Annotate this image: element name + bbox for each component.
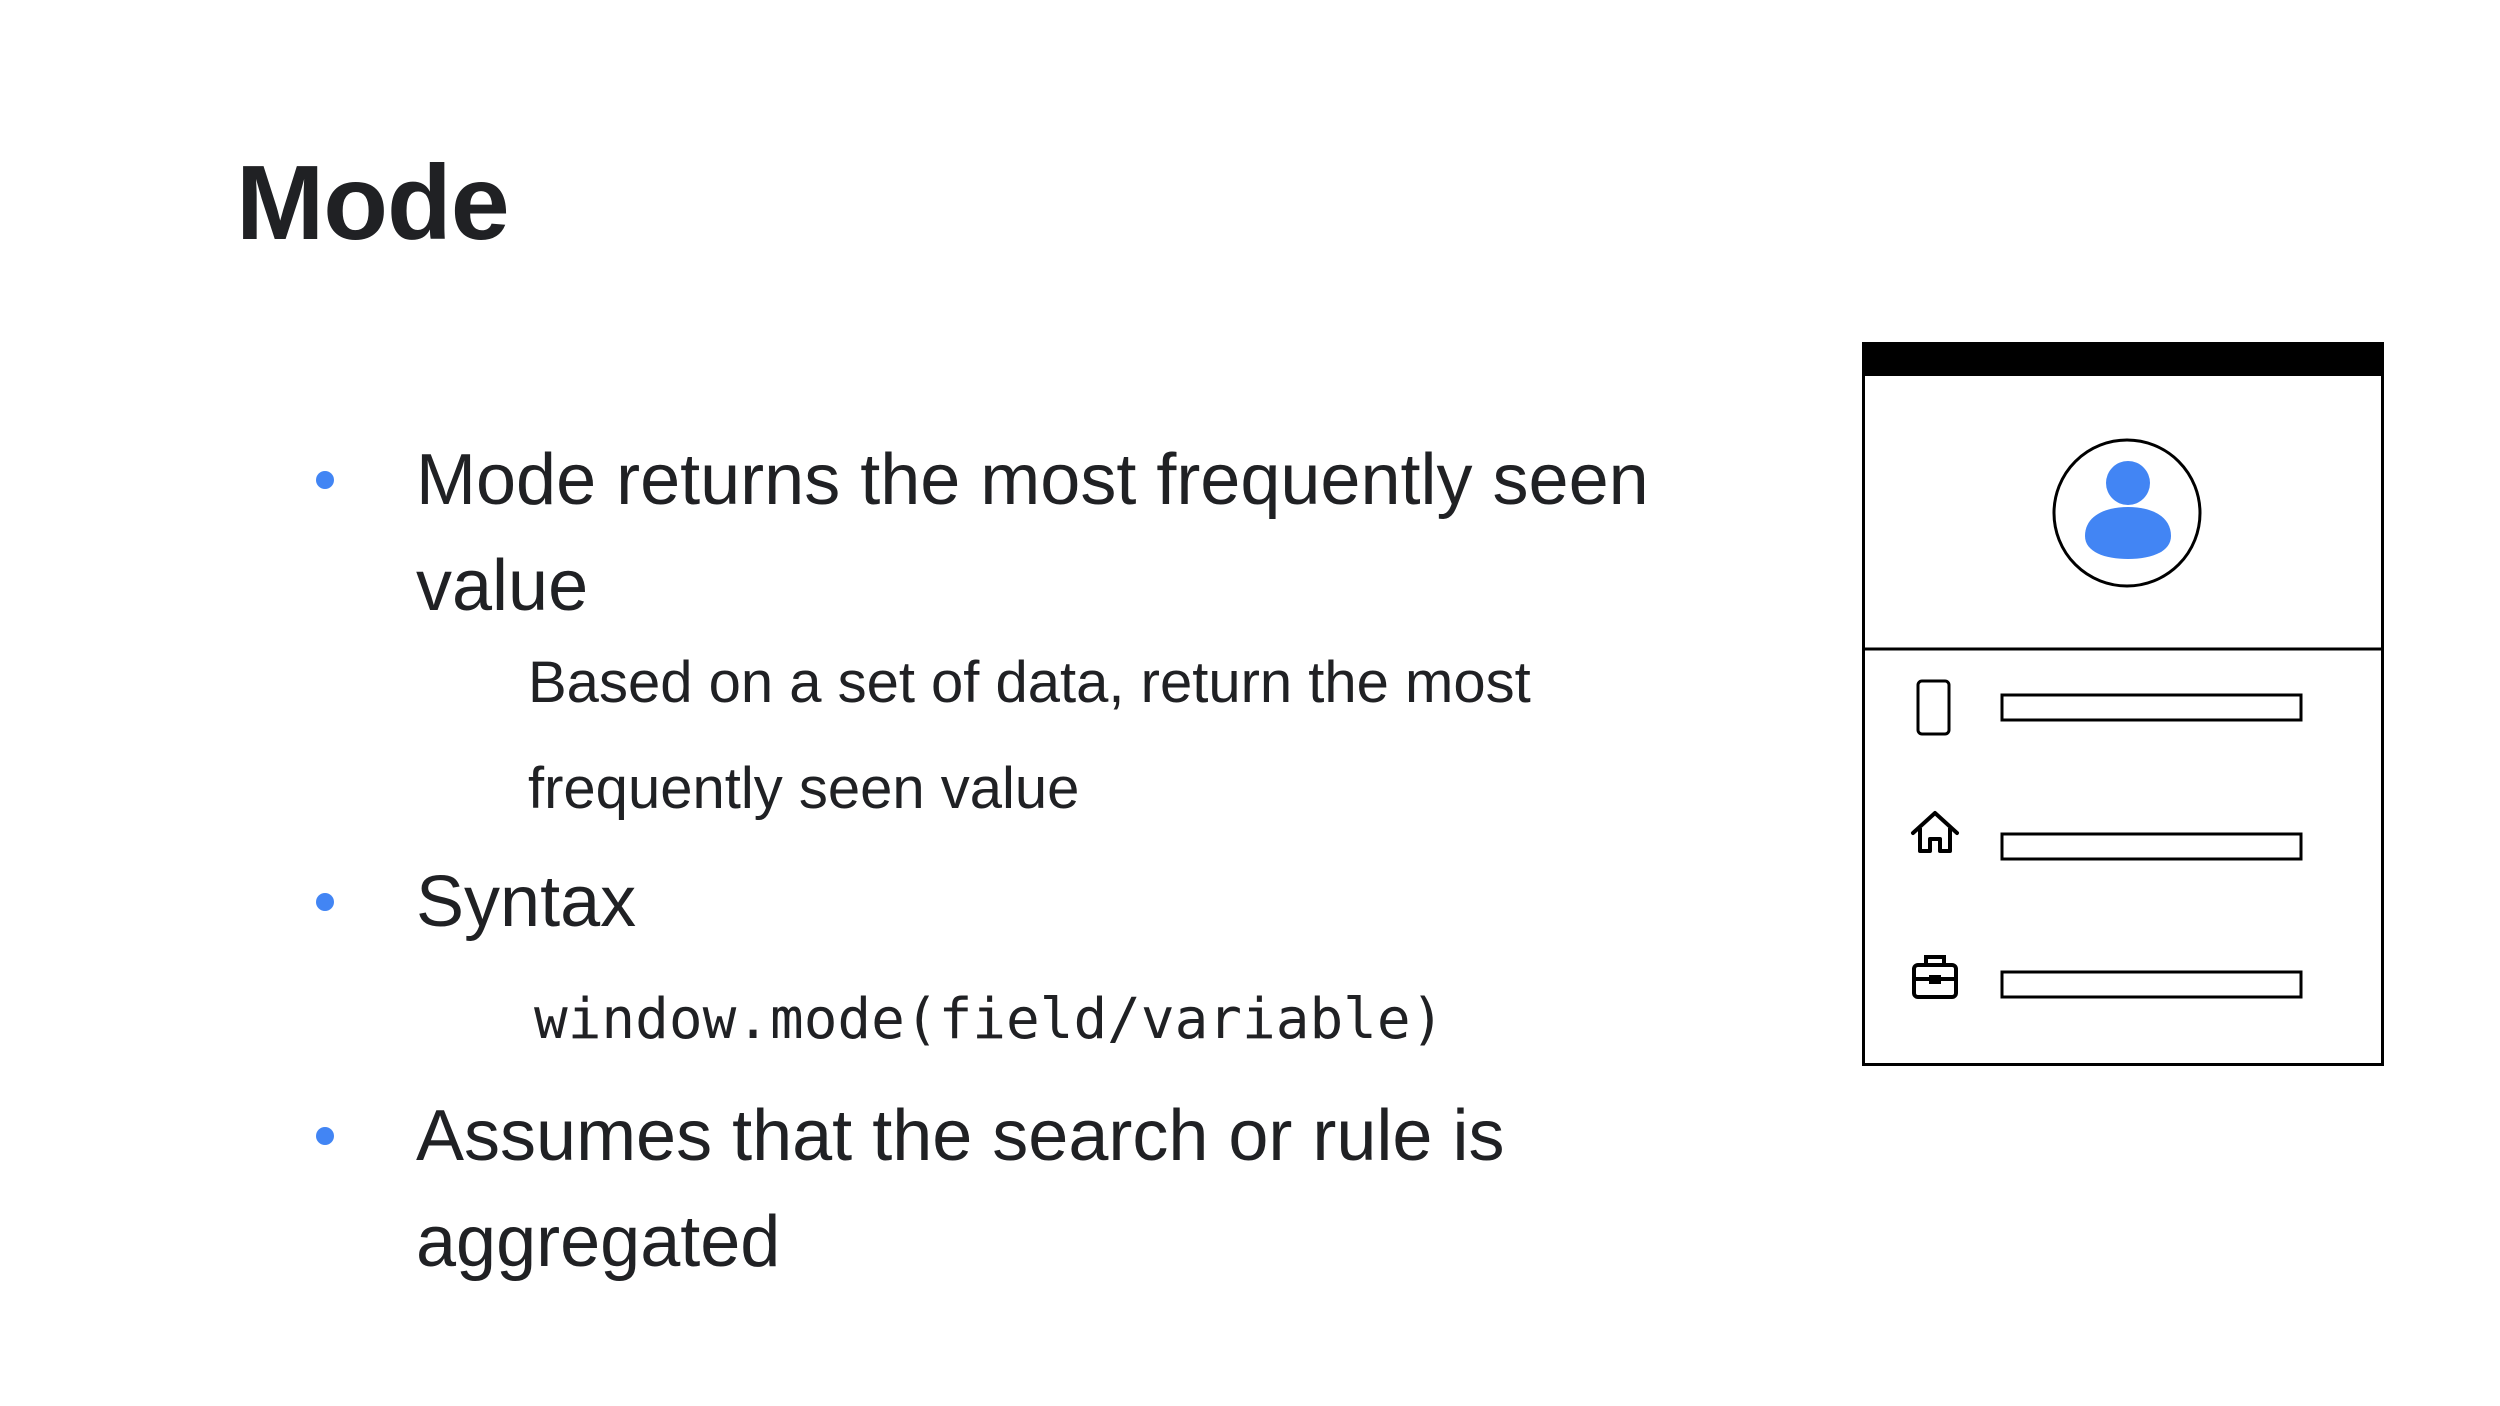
user-avatar-icon	[2052, 438, 2202, 588]
bullet-dot	[316, 471, 334, 489]
sub-bullet-1-line-1: Based on a set of data, return the most	[528, 650, 1531, 715]
profile-card-drawing	[1865, 345, 2381, 999]
home-field-bar	[2000, 832, 2303, 861]
bullet-3-line-2: aggregated	[416, 1202, 781, 1282]
syntax-code: window.mode(field/variable)	[534, 987, 1445, 1052]
phone-icon	[1916, 679, 1951, 736]
work-field-bar	[2000, 970, 2303, 999]
bullet-1-line-2: value	[416, 546, 589, 626]
home-icon	[1911, 811, 1959, 853]
briefcase-icon	[1912, 955, 1958, 999]
bullet-dot	[316, 1127, 334, 1145]
phone-field-bar	[2000, 693, 2303, 722]
bullet-1-line-1: Mode returns the most frequently seen	[416, 440, 1649, 520]
bullet-list: Mode returns the most frequently seen va…	[316, 440, 1649, 1282]
sub-bullet-1-line-2: frequently seen value	[528, 756, 1080, 821]
profile-card-illustration	[1862, 342, 2384, 1066]
bullet-2-line-1: Syntax	[416, 862, 637, 942]
slide-title: Mode	[236, 144, 510, 262]
card-header-bar	[1865, 345, 2381, 376]
bullet-3-line-1: Assumes that the search or rule is	[416, 1096, 1505, 1176]
bullet-dot	[316, 893, 334, 911]
